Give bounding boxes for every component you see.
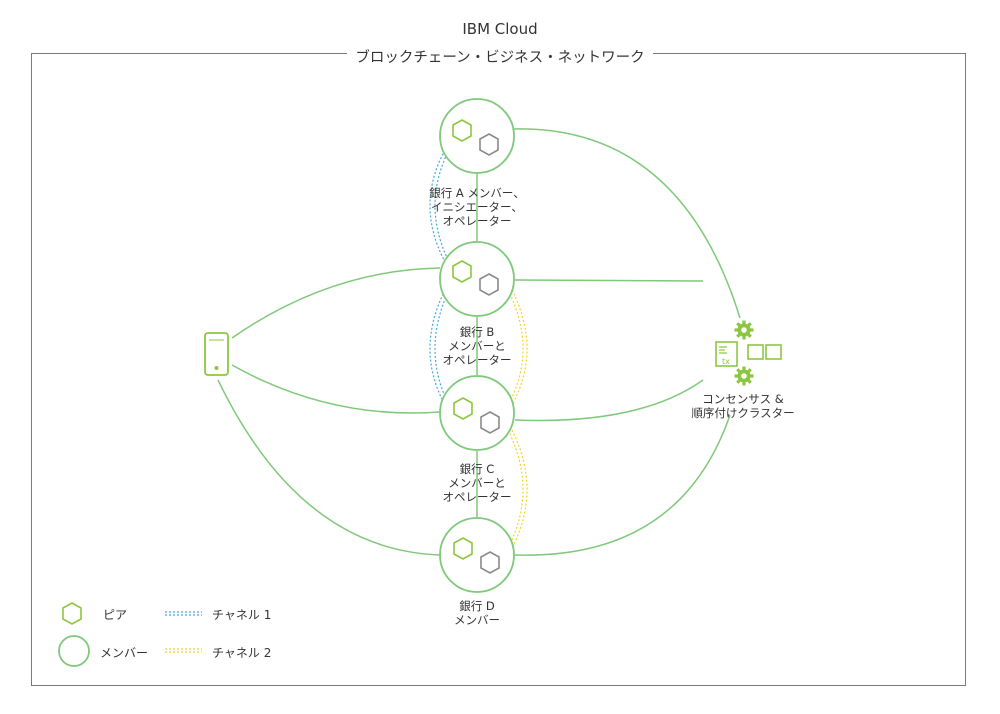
member-bank-d[interactable]: [439, 517, 515, 593]
connections: [217, 128, 741, 556]
peer-icon: [453, 537, 473, 560]
member-label-bank-b: 銀行 B メンバーと オペレーター: [442, 325, 512, 367]
cluster-label: コンセンサス & 順序付けクラスター: [691, 392, 795, 420]
mobile-phone-icon[interactable]: [204, 332, 229, 376]
link-bank-b-cluster: [514, 279, 704, 282]
legend-channel-2-swatch: [165, 648, 202, 653]
link-phone-bank-d: [217, 379, 441, 556]
legend-channel-1-label: チャネル 1: [212, 608, 272, 622]
member-label-bank-c: 銀行 C メンバーと オペレーター: [442, 462, 512, 504]
member-label-bank-a: 銀行 A メンバー、 イニシエーター、 オペレーター: [429, 186, 525, 228]
legend-channel-2-label: チャネル 2: [212, 646, 272, 660]
legend-channel-1-swatch: [165, 611, 202, 616]
peer-icon: [453, 397, 473, 420]
link-bank-d-cluster: [514, 414, 731, 556]
peer-gray-icon: [480, 411, 500, 434]
transaction-document-icon: tx: [715, 341, 738, 367]
peer-gray-icon: [480, 551, 500, 574]
ordering-cluster[interactable]: tx: [715, 320, 782, 386]
block-icon: [765, 344, 782, 360]
peer-icon: [452, 260, 472, 283]
network-label-wrap: ブロックチェーン・ビジネス・ネットワーク: [0, 46, 1000, 67]
legend-member-icon: [58, 635, 90, 667]
gear-icon: [734, 320, 754, 340]
member-bank-a[interactable]: [439, 98, 515, 174]
legend: [58, 602, 202, 667]
page-title: IBM Cloud: [462, 20, 538, 38]
legend-member-label: メンバー: [100, 646, 149, 660]
network-label: ブロックチェーン・ビジネス・ネットワーク: [347, 50, 653, 66]
channel-1-lines: [429, 149, 450, 406]
peer-gray-icon: [479, 273, 499, 296]
peer-icon: [452, 119, 472, 142]
link-phone-bank-c: [231, 364, 441, 414]
link-bank-c-cluster: [514, 379, 704, 422]
legend-peer-label: ピア: [103, 608, 128, 622]
member-label-bank-d: 銀行 D メンバー: [454, 599, 500, 627]
link-bank-a-cluster: [512, 128, 741, 319]
block-icon: [747, 344, 764, 360]
peer-gray-icon: [479, 133, 499, 156]
tx-label: tx: [722, 357, 730, 366]
member-bank-c[interactable]: [439, 375, 515, 451]
gear-icon: [734, 366, 754, 386]
member-bank-b[interactable]: [439, 241, 515, 317]
link-phone-bank-b: [231, 267, 441, 339]
channel-2-lines: [507, 289, 528, 549]
legend-peer-icon: [62, 602, 82, 625]
